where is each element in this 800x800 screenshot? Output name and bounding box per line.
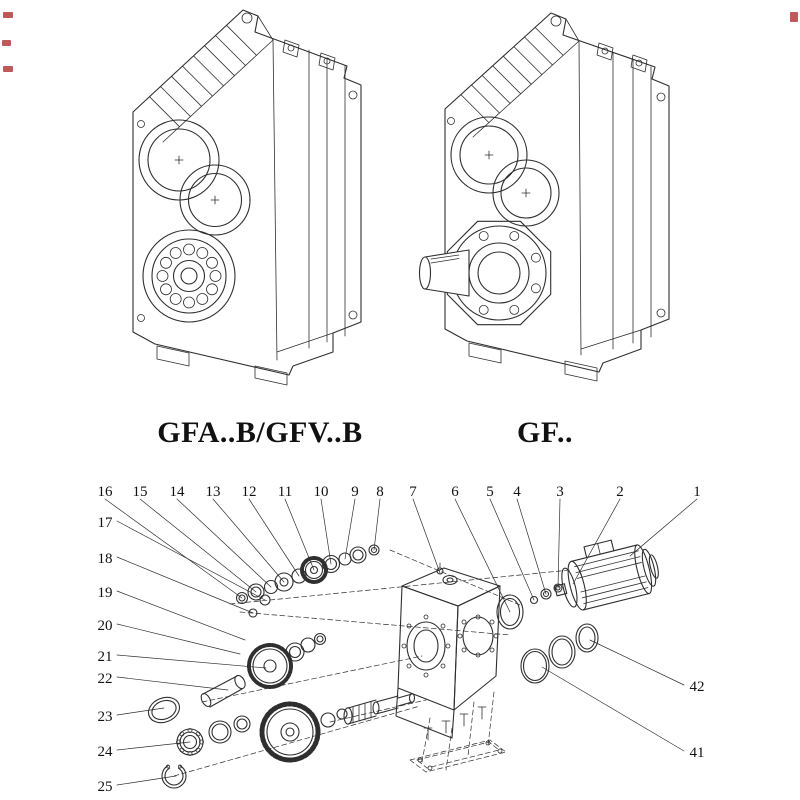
leader-line-19: [116, 590, 246, 641]
leader-line-4: [516, 498, 547, 595]
part-number-4: 4: [513, 484, 521, 500]
part-number-21: 21: [98, 649, 113, 665]
leader-line-21: [116, 654, 267, 669]
housing-silhouette: [444, 12, 670, 373]
part-number-8: 8: [376, 484, 384, 500]
cooling-fins: [149, 15, 274, 143]
leader-line-16: [104, 498, 243, 599]
scan-edge-mark: [790, 12, 798, 22]
gearbox-housing-drawing: [395, 562, 501, 739]
leader-line-12: [248, 498, 300, 577]
part-number-1: 1: [693, 484, 701, 500]
leader-line-22: [116, 676, 229, 691]
part-number-24: 24: [98, 744, 114, 760]
part-number-42: 42: [690, 679, 705, 695]
leader-line-9: [344, 498, 356, 560]
scan-edge-mark: [3, 12, 13, 18]
part-number-3: 3: [556, 484, 564, 500]
leader-line-25: [116, 775, 177, 786]
input-shaft-parts: [235, 544, 380, 618]
output-shaft: [418, 249, 470, 297]
part-number-41: 41: [690, 745, 705, 761]
part-number-16: 16: [98, 484, 114, 500]
side-panel-ribs: [578, 40, 652, 356]
model-label-right: GF..: [517, 416, 573, 449]
leader-line-42: [589, 639, 685, 686]
part-number-12: 12: [242, 484, 257, 500]
leader-line-23: [116, 707, 165, 716]
electric-motor-drawing: [554, 539, 659, 611]
leader-line-41: [541, 666, 685, 752]
feet: [156, 345, 288, 386]
cooling-fins: [460, 18, 580, 138]
leader-line-8: [373, 498, 381, 551]
model-label-left: GFA..B/GFV..B: [157, 416, 363, 449]
output-bearing: [142, 229, 236, 323]
gearbox-isometric-drawing-right: [418, 12, 670, 382]
input-bores: [138, 119, 251, 236]
leader-line-10: [320, 498, 332, 565]
part-number-7: 7: [409, 484, 417, 500]
output-gear-parts: [259, 692, 416, 763]
leader-line-1: [629, 498, 698, 557]
leader-line-7: [412, 498, 441, 574]
feet: [468, 342, 598, 382]
leader-line-14: [176, 498, 272, 588]
intermediate-gear-parts: [147, 632, 327, 724]
part-number-13: 13: [206, 484, 221, 500]
part-number-17: 17: [98, 515, 114, 531]
assembly-axis-lines: [173, 549, 571, 777]
leader-line-18: [116, 556, 254, 614]
part-number-6: 6: [451, 484, 459, 500]
part-number-14: 14: [170, 484, 186, 500]
leader-line-3: [557, 498, 561, 589]
scan-edge-mark: [3, 66, 13, 72]
gearbox-isometric-drawing-left: [132, 9, 362, 386]
part-number-15: 15: [133, 484, 148, 500]
part-number-11: 11: [278, 484, 292, 500]
leader-line-15: [139, 498, 257, 593]
part-number-22: 22: [98, 671, 113, 687]
scan-edge-mark: [2, 40, 11, 46]
part-number-5: 5: [486, 484, 494, 500]
part-number-25: 25: [98, 779, 113, 795]
leader-line-13: [212, 498, 285, 583]
input-bores: [450, 116, 560, 227]
seal-rings: [520, 623, 599, 684]
leader-line-2: [572, 498, 621, 585]
part-number-9: 9: [351, 484, 359, 500]
leader-line-6: [454, 498, 511, 613]
side-panel-ribs: [272, 39, 346, 361]
leader-line-11: [284, 498, 315, 571]
part-number-10: 10: [314, 484, 329, 500]
part-number-2: 2: [616, 484, 624, 500]
mounting-tabs: [137, 12, 358, 322]
leader-line-5: [489, 498, 535, 601]
bearing-and-snap-ring-parts: [161, 715, 251, 789]
motor-side-small-parts: [496, 583, 563, 630]
housing-silhouette: [132, 9, 362, 376]
leader-line-17: [116, 520, 266, 601]
part-number-19: 19: [98, 585, 113, 601]
part-number-23: 23: [98, 709, 113, 725]
leader-line-24: [116, 741, 191, 751]
exploded-parts-diagram: 1615141312111098765432117181920212223242…: [98, 484, 705, 795]
part-number-20: 20: [98, 618, 113, 634]
part-number-18: 18: [98, 551, 113, 567]
mounting-tabs: [447, 15, 666, 318]
cover-plate-and-bolts: [409, 706, 507, 773]
leader-line-20: [116, 623, 241, 655]
